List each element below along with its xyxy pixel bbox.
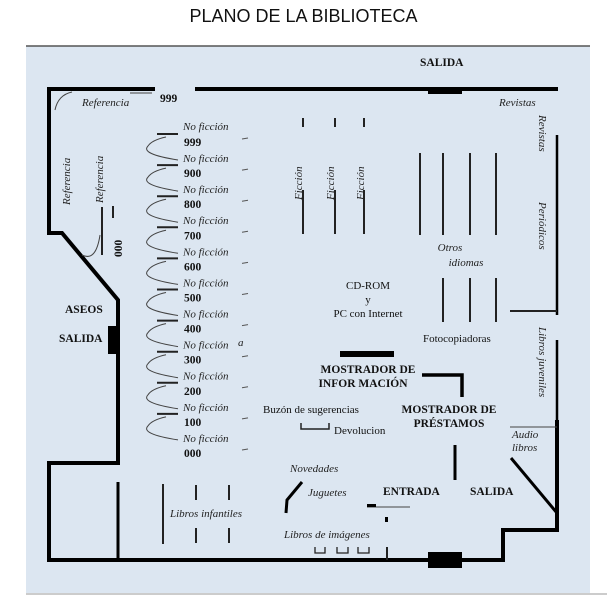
nonfiction-label: No ficción: [182, 184, 229, 196]
shelf-tick: [241, 137, 249, 140]
dewey-number: 999: [184, 137, 202, 149]
shelf-tick: [241, 448, 249, 451]
dewey-number: 300: [184, 355, 202, 367]
dewey-number: 100: [184, 417, 202, 429]
number-000-left: 000: [113, 240, 125, 258]
info-desk-label-1: MOSTRADOR DE: [321, 364, 416, 376]
reference-left-label-2: Referencia: [94, 155, 106, 204]
shelves: [101, 118, 497, 560]
entrance-label: ENTRADA: [383, 486, 441, 498]
number-999-top: 999: [160, 93, 178, 105]
shelf-tick: [241, 293, 249, 295]
picture-books-label: Libros de imágenes: [283, 529, 370, 541]
magazines-label: Revistas: [498, 97, 536, 109]
arrow-icon: [146, 167, 179, 192]
arrow-icon: [146, 229, 179, 254]
arrow-icon: [146, 323, 179, 348]
restrooms-label: ASEOS: [65, 304, 103, 316]
shelf-tick: [241, 355, 249, 358]
dewey-number: 000: [184, 448, 202, 460]
nonfiction-label: No ficción: [182, 433, 229, 445]
shelf-tick: [241, 199, 249, 202]
nonfiction-label: No ficción: [182, 277, 229, 289]
arrow-icon: [146, 385, 179, 410]
childrens-books-label: Libros infantiles: [169, 508, 242, 520]
magazines-side-label: Revistas: [536, 114, 548, 152]
exit-bottom-label: SALIDA: [470, 486, 514, 498]
nonfiction-label: No ficción: [182, 121, 229, 133]
other-languages-label-2: idiomas: [449, 257, 484, 269]
door-top: [428, 88, 462, 94]
other-languages-label-1: Otros: [438, 242, 463, 254]
audiobooks-label-2: libros: [512, 442, 537, 454]
stray-label: a: [238, 337, 244, 349]
fiction-label: Ficción: [293, 166, 305, 201]
door-left: [108, 326, 118, 354]
youth-books-label: Libros juveniles: [536, 326, 548, 397]
shelf-tick: [241, 417, 249, 420]
nonfiction-label: No ficción: [182, 402, 229, 414]
nonfiction-label: No ficción: [182, 371, 229, 383]
arrow-icon: [146, 260, 179, 285]
loan-desk-label-1: MOSTRADOR DE: [402, 404, 497, 416]
returns-label: Devolucion: [334, 425, 386, 437]
dewey-number: 200: [184, 386, 202, 398]
arrows: [54, 91, 152, 257]
exit-left-label: SALIDA: [59, 333, 103, 345]
shelf-tick: [241, 324, 249, 327]
exit-top-label: SALIDA: [420, 57, 464, 69]
dewey-number: 600: [184, 261, 202, 273]
cdrom-label-3: PC con Internet: [333, 308, 402, 320]
nonfiction-label: No ficción: [182, 309, 229, 321]
shelf-tick: [241, 168, 249, 171]
info-desk-label-2: INFOR MACIÓN: [318, 376, 408, 390]
fiction-label: Ficción: [325, 166, 337, 201]
loan-desk-label-2: PRÉSTAMOS: [414, 416, 485, 430]
dewey-number: 800: [184, 199, 202, 211]
nonfiction-label: No ficción: [182, 340, 229, 352]
arrow-icon: [146, 292, 179, 316]
shelf-tick: [241, 261, 249, 264]
walls: [47, 87, 559, 568]
new-arrivals-label: Novedades: [289, 463, 338, 475]
cdrom-label-2: y: [365, 294, 371, 306]
plan-background: [26, 46, 590, 594]
newspapers-label: Periódicos: [536, 201, 548, 250]
door-bottom: [428, 552, 462, 568]
audiobooks-label-1: Audio: [511, 429, 539, 441]
suggestion-box-label: Buzón de sugerencias: [263, 404, 359, 416]
nonfiction-label: No ficción: [182, 215, 229, 227]
photocopiers-label: Fotocopiadoras: [423, 333, 491, 345]
nonfiction-label: No ficción: [182, 246, 229, 258]
shelf-tick: [241, 386, 249, 389]
dewey-number: 400: [184, 324, 202, 336]
dewey-number: 900: [184, 168, 202, 180]
toys-label: Juguetes: [308, 487, 346, 499]
nonfiction-label: No ficción: [182, 153, 229, 165]
dewey-number: 700: [184, 230, 202, 242]
reference-left-label: Referencia: [61, 157, 73, 206]
arrow-icon: [146, 198, 179, 223]
arrow-icon: [146, 416, 179, 441]
arrow-icon: [146, 354, 179, 379]
shelf-tick: [241, 230, 249, 233]
reference-top-label: Referencia: [81, 97, 130, 109]
cdrom-label-1: CD-ROM: [346, 280, 390, 292]
dewey-number: 500: [184, 293, 202, 305]
page-title: PLANO DE LA BIBLIOTECA: [189, 6, 418, 26]
fiction-label: Ficción: [355, 166, 367, 201]
arrow-icon: [146, 136, 179, 161]
